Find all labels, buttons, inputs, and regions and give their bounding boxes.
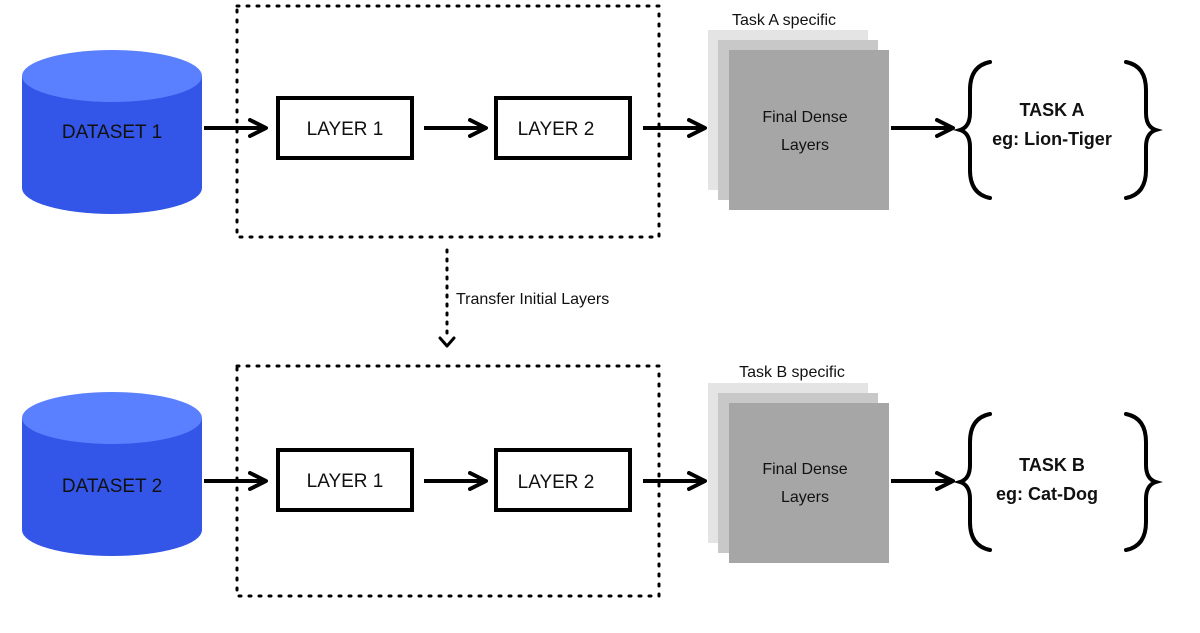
task-a-example: eg: Lion-Tiger [992, 129, 1112, 149]
layer-2-label: LAYER 2 [518, 119, 595, 140]
dense-label-line2: Layers [781, 137, 829, 154]
layer-1-label: LAYER 1 [307, 119, 384, 140]
row-task-a: DATASET 1 LAYER 1 LAYER 2 Task A specifi… [22, 4, 1163, 239]
left-brace [953, 412, 992, 552]
dense-label-line1: Final Dense [762, 109, 847, 126]
left-brace [953, 60, 992, 200]
cylinder-top [22, 50, 202, 102]
layer-2-box-b: LAYER 2 [494, 448, 632, 512]
dense-layers-stack-a: Final Dense Layers [708, 30, 889, 210]
dense-layers-stack-b: Final Dense Layers [708, 383, 889, 563]
task-a-title: TASK A [1020, 100, 1085, 120]
task-a-specific-label: Task A specific [732, 12, 836, 29]
transfer-arrowhead [438, 336, 456, 348]
dataset-1-cylinder: DATASET 1 [22, 50, 202, 214]
cylinder-top [22, 392, 202, 444]
task-b-title: TASK B [1019, 455, 1085, 475]
cylinder-body [22, 418, 202, 556]
transfer-label: Transfer Initial Layers [456, 291, 609, 308]
cylinder-body [22, 76, 202, 214]
transfer-connector: Transfer Initial Layers [438, 248, 609, 348]
dense-label-line2: Layers [781, 489, 829, 506]
right-brace [1124, 412, 1163, 552]
layer-1-box-b: LAYER 1 [276, 448, 414, 512]
task-b-example: eg: Cat-Dog [996, 484, 1098, 504]
dataset-2-cylinder: DATASET 2 [22, 392, 202, 556]
layer-2-label: LAYER 2 [518, 472, 595, 493]
shared-layers-box-1 [235, 4, 661, 239]
dense-label-line1: Final Dense [762, 461, 847, 478]
dataset-2-label: DATASET 2 [62, 476, 162, 497]
task-b-specific-label: Task B specific [739, 364, 845, 381]
layer-2-box-a: LAYER 2 [494, 96, 632, 160]
row-task-b: DATASET 2 LAYER 1 LAYER 2 Task B specifi… [22, 364, 1163, 598]
task-a-brace: TASK A eg: Lion-Tiger [953, 60, 1163, 200]
dataset-1-label: DATASET 1 [62, 122, 162, 143]
right-brace [1124, 60, 1163, 200]
layer-1-box-a: LAYER 1 [276, 96, 414, 160]
layer-1-label: LAYER 1 [307, 471, 384, 492]
task-b-brace: TASK B eg: Cat-Dog [953, 412, 1163, 552]
